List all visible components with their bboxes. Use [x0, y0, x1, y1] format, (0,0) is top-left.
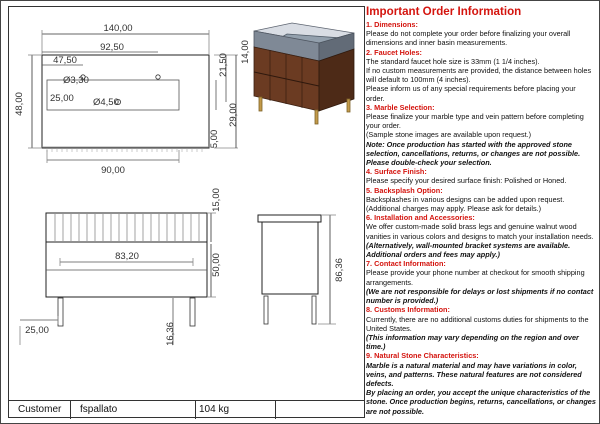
info-section: 4. Surface Finish:Please specify your de…: [366, 167, 596, 185]
info-section-heading: 1. Dimensions:: [366, 20, 418, 29]
info-section: 1. Dimensions:Please do not complete you…: [366, 20, 596, 48]
info-section-text: Please finalize your marble type and vei…: [366, 112, 584, 131]
dim-depth: 48,00: [14, 92, 25, 116]
info-section-text: The standard faucet hole size is 33mm (1…: [366, 56, 540, 66]
info-section-heading: 9. Natural Stone Characteristics:: [366, 351, 479, 361]
info-section-heading: 8. Customs Information:: [366, 305, 450, 315]
info-section-text: (This information may vary depending on …: [366, 332, 579, 352]
info-section-heading: 5. Backsplash Option:: [366, 185, 443, 195]
order-info-sections: 1. Dimensions:Please do not complete you…: [366, 20, 596, 416]
leg-right: [189, 297, 196, 327]
info-section-text: We offer custom-made solid brass legs an…: [366, 222, 594, 241]
dim-basin-bottom: 90,00: [101, 165, 125, 176]
dim-overall-width: 140,00: [103, 23, 132, 34]
render-leg: [258, 96, 263, 112]
info-section-text: Please specify your desired surface fini…: [366, 176, 567, 186]
dim-right-bottom: 5,00: [209, 130, 220, 149]
info-section: 5. Backsplash Option:Backsplashes in var…: [366, 186, 596, 214]
info-section-text: Backsplashes in various designs can be a…: [366, 194, 565, 214]
info-section-text: Please do not complete your order before…: [366, 29, 571, 48]
front-view: [19, 212, 216, 345]
top-view-outline: [41, 54, 210, 149]
side-cabinet: [261, 221, 319, 295]
info-section-text: (Alternatively, wall-mounted bracket sys…: [366, 240, 571, 260]
side-view: [257, 214, 336, 325]
info-section-text: (We are not responsible for delays or lo…: [366, 286, 594, 306]
info-section-text: If no custom measurements are provided, …: [366, 66, 592, 85]
leg-left: [57, 297, 64, 327]
render-cabinet-side: [318, 48, 355, 112]
info-section: 7. Contact Information:Please provide yo…: [366, 259, 596, 305]
technical-drawing: 140,00 92,50 47,50 Ø3,30 25,00 Ø4,50 90,…: [14, 22, 355, 346]
drawing-frame: [8, 6, 365, 418]
info-section-text: Marble is a natural material and may hav…: [366, 360, 582, 388]
info-section: 9. Natural Stone Characteristics:Marble …: [366, 351, 596, 415]
render-leg: [346, 98, 351, 113]
customer-value: fspallato: [80, 404, 118, 415]
customer-label: Customer: [18, 404, 62, 415]
side-leg-left: [263, 295, 269, 325]
faucet-hole-left: [80, 74, 86, 80]
info-section-text: Currently, there are no additional custo…: [366, 314, 589, 333]
dim-right-mid: 21,50: [218, 53, 229, 77]
info-section-heading: 6. Installation and Accessories:: [366, 213, 475, 223]
render-leg: [314, 109, 319, 125]
faucet-hole-right: [155, 74, 161, 80]
info-section: 8. Customs Information:Currently, there …: [366, 305, 596, 351]
info-section: 2. Faucet Holes:The standard faucet hole…: [366, 48, 596, 103]
dim-top-height: 15,00: [211, 188, 222, 212]
dim-hole-offset: 47,50: [53, 55, 77, 66]
dim-drain: Ø4,50: [93, 97, 119, 108]
info-section: 3. Marble Selection:Please finalize your…: [366, 103, 596, 167]
top-view: [28, 30, 238, 163]
info-section-text: (Sample stone images are available upon …: [366, 130, 532, 140]
info-section-heading: 4. Surface Finish:: [366, 167, 427, 177]
side-leg-right: [311, 295, 317, 325]
dim-total-height: 86,36: [334, 258, 345, 282]
dim-drawer-height: 50,00: [211, 253, 222, 277]
cabinet-front: [45, 241, 208, 298]
dim-drawer-width: 83,20: [115, 251, 139, 262]
dim-basin-offset: 92,50: [100, 42, 124, 53]
dim-leg-offset: 25,00: [25, 325, 49, 336]
info-section-text: Please provide your phone number at chec…: [366, 268, 585, 287]
info-section-heading: 7. Contact Information:: [366, 259, 446, 269]
info-section-heading: 2. Faucet Holes:: [366, 47, 422, 57]
info-section-text: Please inform us of any special requirem…: [366, 84, 576, 103]
info-section-heading: 3. Marble Selection:: [366, 102, 435, 112]
dim-leg-height: 16,36: [165, 322, 176, 346]
weight-value: 104 kg: [199, 404, 230, 415]
dim-right-top: 14,00: [240, 40, 251, 64]
dim-right-low: 29,00: [228, 103, 239, 127]
dim-hole-large: Ø3,30: [63, 75, 89, 86]
info-section: 6. Installation and Accessories:We offer…: [366, 213, 596, 259]
order-info-title: Important Order Information: [366, 5, 522, 18]
title-block: Customer fspallato 104 kg: [8, 400, 365, 419]
basin-outline: [46, 79, 180, 111]
info-section-text: By placing an order, you accept the uniq…: [366, 388, 596, 416]
drain-hole: [115, 99, 122, 106]
product-render: [253, 22, 355, 125]
info-section-text: Note: Once production has started with t…: [366, 139, 581, 168]
order-info-panel: Important Order Information 1. Dimension…: [366, 5, 596, 422]
dim-left-offset: 25,00: [50, 93, 74, 104]
side-countertop: [257, 214, 322, 223]
